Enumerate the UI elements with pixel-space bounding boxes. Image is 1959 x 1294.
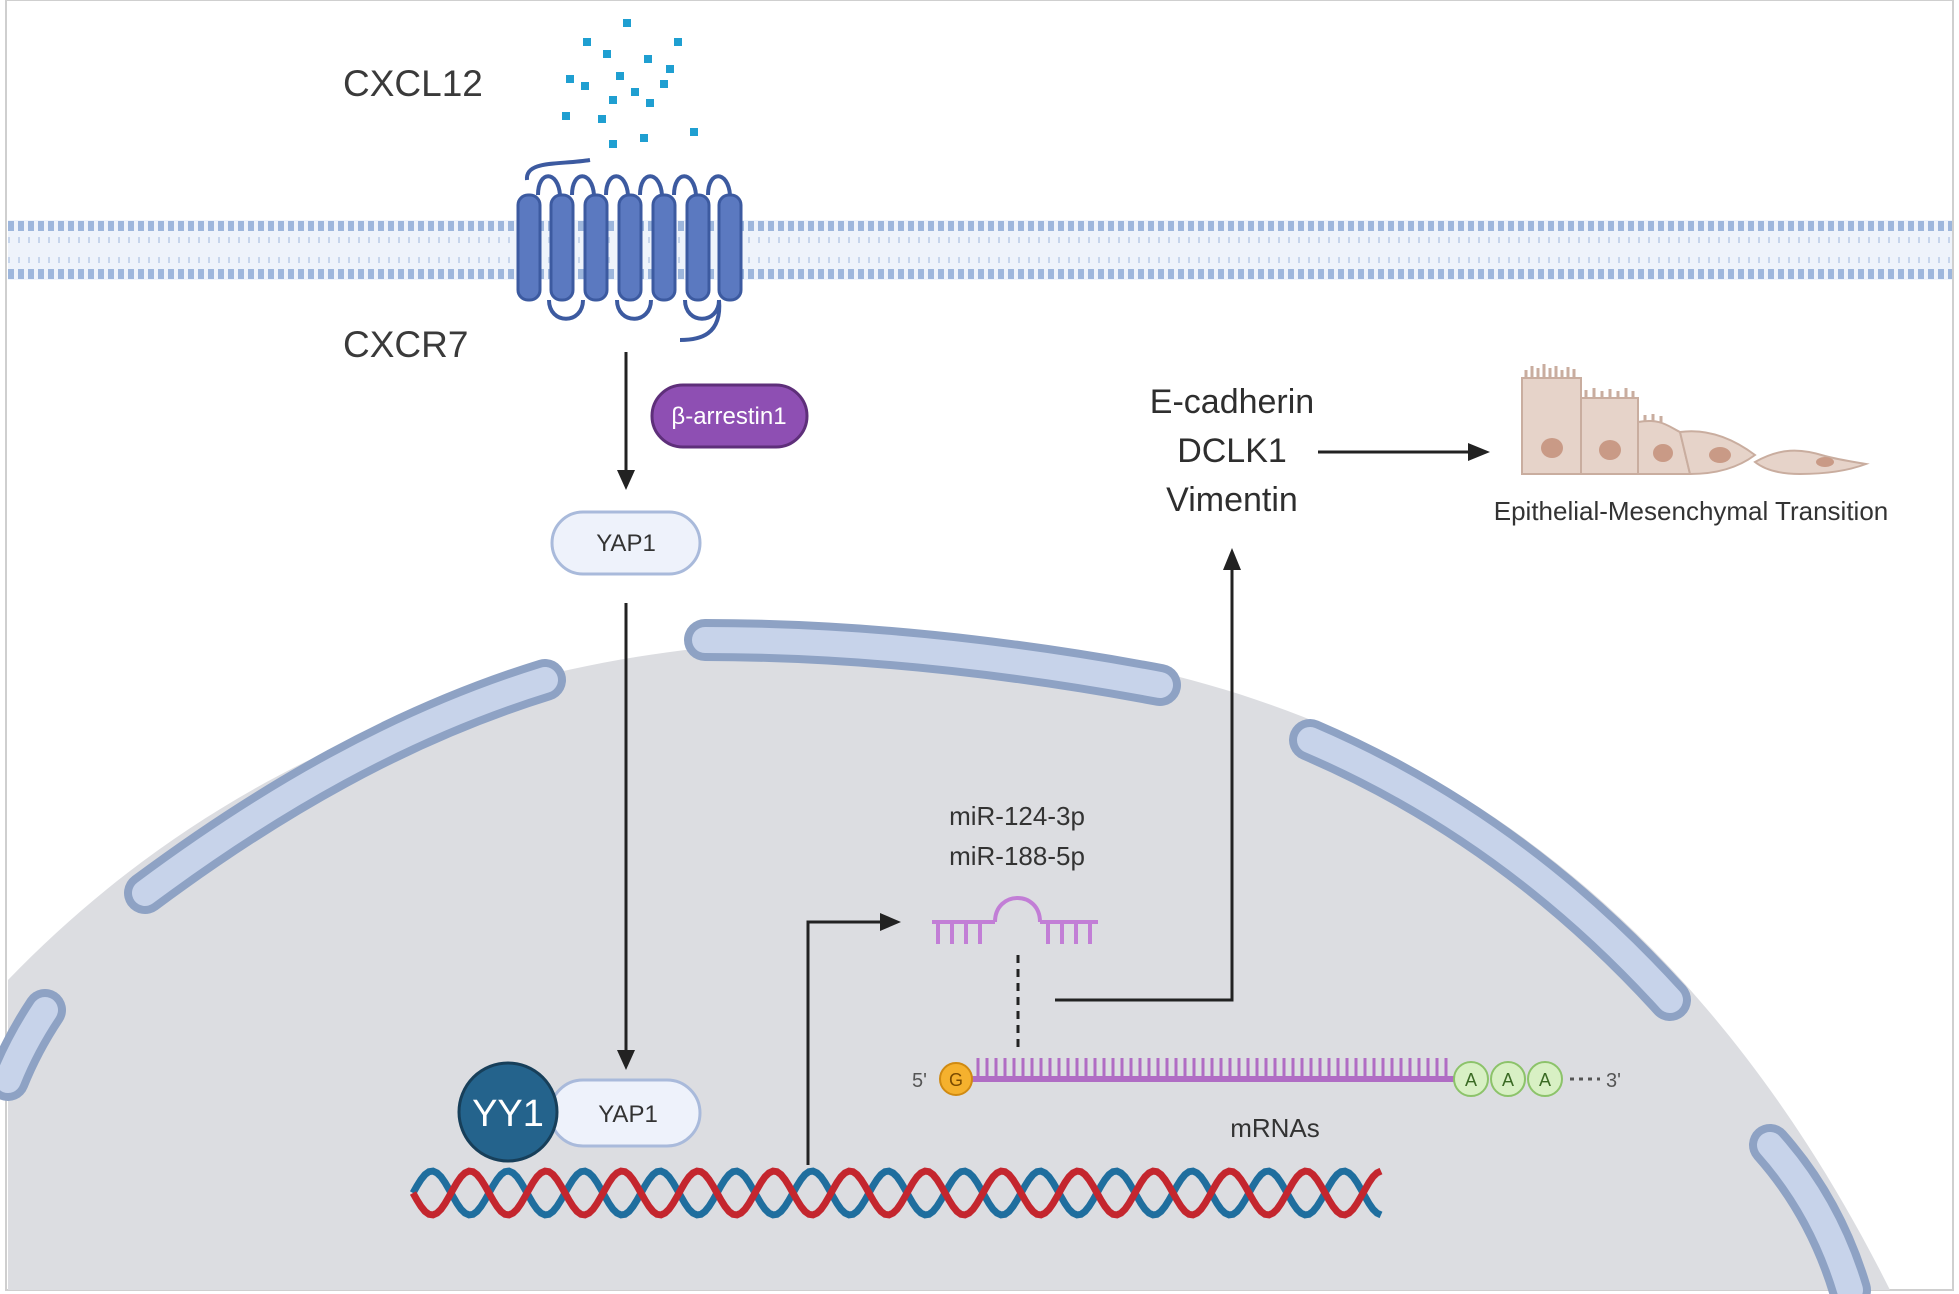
emt-label: Epithelial-Mesenchymal Transition (1494, 496, 1889, 526)
mirna-label-2: miR-188-5p (949, 841, 1085, 871)
yap1-cytoplasm-label: YAP1 (596, 530, 656, 557)
beta-arrestin1-label: β-arrestin1 (671, 403, 786, 430)
yap1-cytoplasm-pill: YAP1 (550, 510, 702, 576)
dna-helix (409, 1167, 1383, 1219)
polya-a2: A (1502, 1070, 1514, 1090)
mrna-five-prime: 5' (912, 1070, 927, 1092)
ligand-particles (562, 19, 698, 148)
mrna-strand: 5' G A A A 3' (912, 1058, 1621, 1097)
dna-strand-blue (409, 1167, 1383, 1219)
receptor-label: CXCR7 (343, 324, 468, 365)
mirna-label-1: miR-124-3p (949, 801, 1085, 831)
yy1-label: YY1 (472, 1093, 544, 1135)
nuclear-envelope (0, 619, 1871, 1294)
yap1-nuclear-label: YAP1 (598, 1101, 658, 1128)
arrow-receptor-to-yap1 (617, 352, 635, 490)
emt-cells-illustration (1521, 364, 1870, 476)
target-3: Vimentin (1166, 481, 1298, 519)
mrna-cap: G (949, 1070, 963, 1090)
dna-strand-red (409, 1167, 1383, 1219)
arrow-yap1-to-nucleus (617, 603, 635, 1070)
ligand-label: CXCL12 (343, 63, 483, 104)
plasma-membrane (8, 220, 1952, 280)
yy1-yap1-complex: YAP1 YY1 (457, 1061, 702, 1163)
receptor-cxcr7 (516, 158, 743, 342)
polya-a1: A (1465, 1070, 1477, 1090)
arrow-transcription-to-mirna (806, 913, 901, 1165)
target-1: E-cadherin (1150, 383, 1314, 421)
arrow-mrna-to-targets (1055, 548, 1241, 1002)
mrna-label: mRNAs (1230, 1113, 1320, 1143)
mrna-three-prime: 3' (1606, 1070, 1621, 1092)
polya-a3: A (1539, 1070, 1551, 1090)
polya-tail: A A A (1453, 1061, 1563, 1097)
beta-arrestin1-pill: β-arrestin1 (650, 383, 809, 449)
arrow-targets-to-emt (1318, 443, 1490, 461)
mirna-hairpin (932, 896, 1098, 944)
target-2: DCLK1 (1177, 432, 1287, 470)
